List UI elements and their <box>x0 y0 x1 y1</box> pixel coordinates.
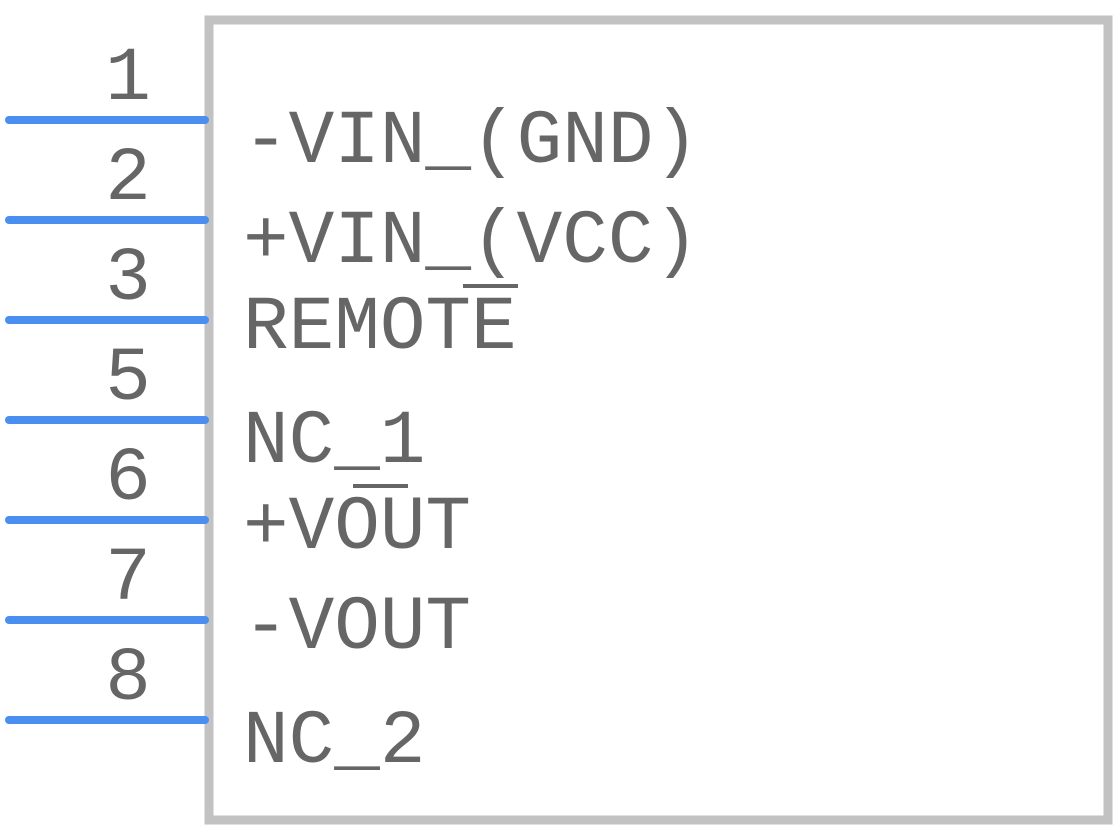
pin-label: +VOUT <box>243 485 471 571</box>
pin-number: 2 <box>105 136 151 222</box>
pin-5: 5 NC_1 <box>5 336 425 485</box>
pin-number: 6 <box>105 436 151 522</box>
pin-number: 3 <box>105 236 151 322</box>
pin-3: 3 REMOTE <box>5 236 518 371</box>
pin-label: NC_2 <box>243 699 425 785</box>
pin-label: -VIN_(GND) <box>243 99 699 185</box>
pin-number: 1 <box>105 36 151 122</box>
pin-number: 5 <box>105 336 151 422</box>
pin-number: 7 <box>105 536 151 622</box>
pin-2: 2 +VIN_(VCC) <box>5 136 699 285</box>
pin-label: +VIN_(VCC) <box>243 199 699 285</box>
pin-label: -VOUT <box>243 585 471 671</box>
pin-label: NC_1 <box>243 399 425 485</box>
pin-6: 6 +VOUT <box>5 436 471 571</box>
pin-number: 8 <box>105 636 151 722</box>
pin-1: 1 -VIN_(GND) <box>5 36 699 185</box>
pin-8: 8 NC_2 <box>5 636 425 785</box>
pin-7: 7 -VOUT <box>5 536 471 671</box>
component-body <box>204 15 1113 825</box>
pin-label: REMOTE <box>243 285 517 371</box>
